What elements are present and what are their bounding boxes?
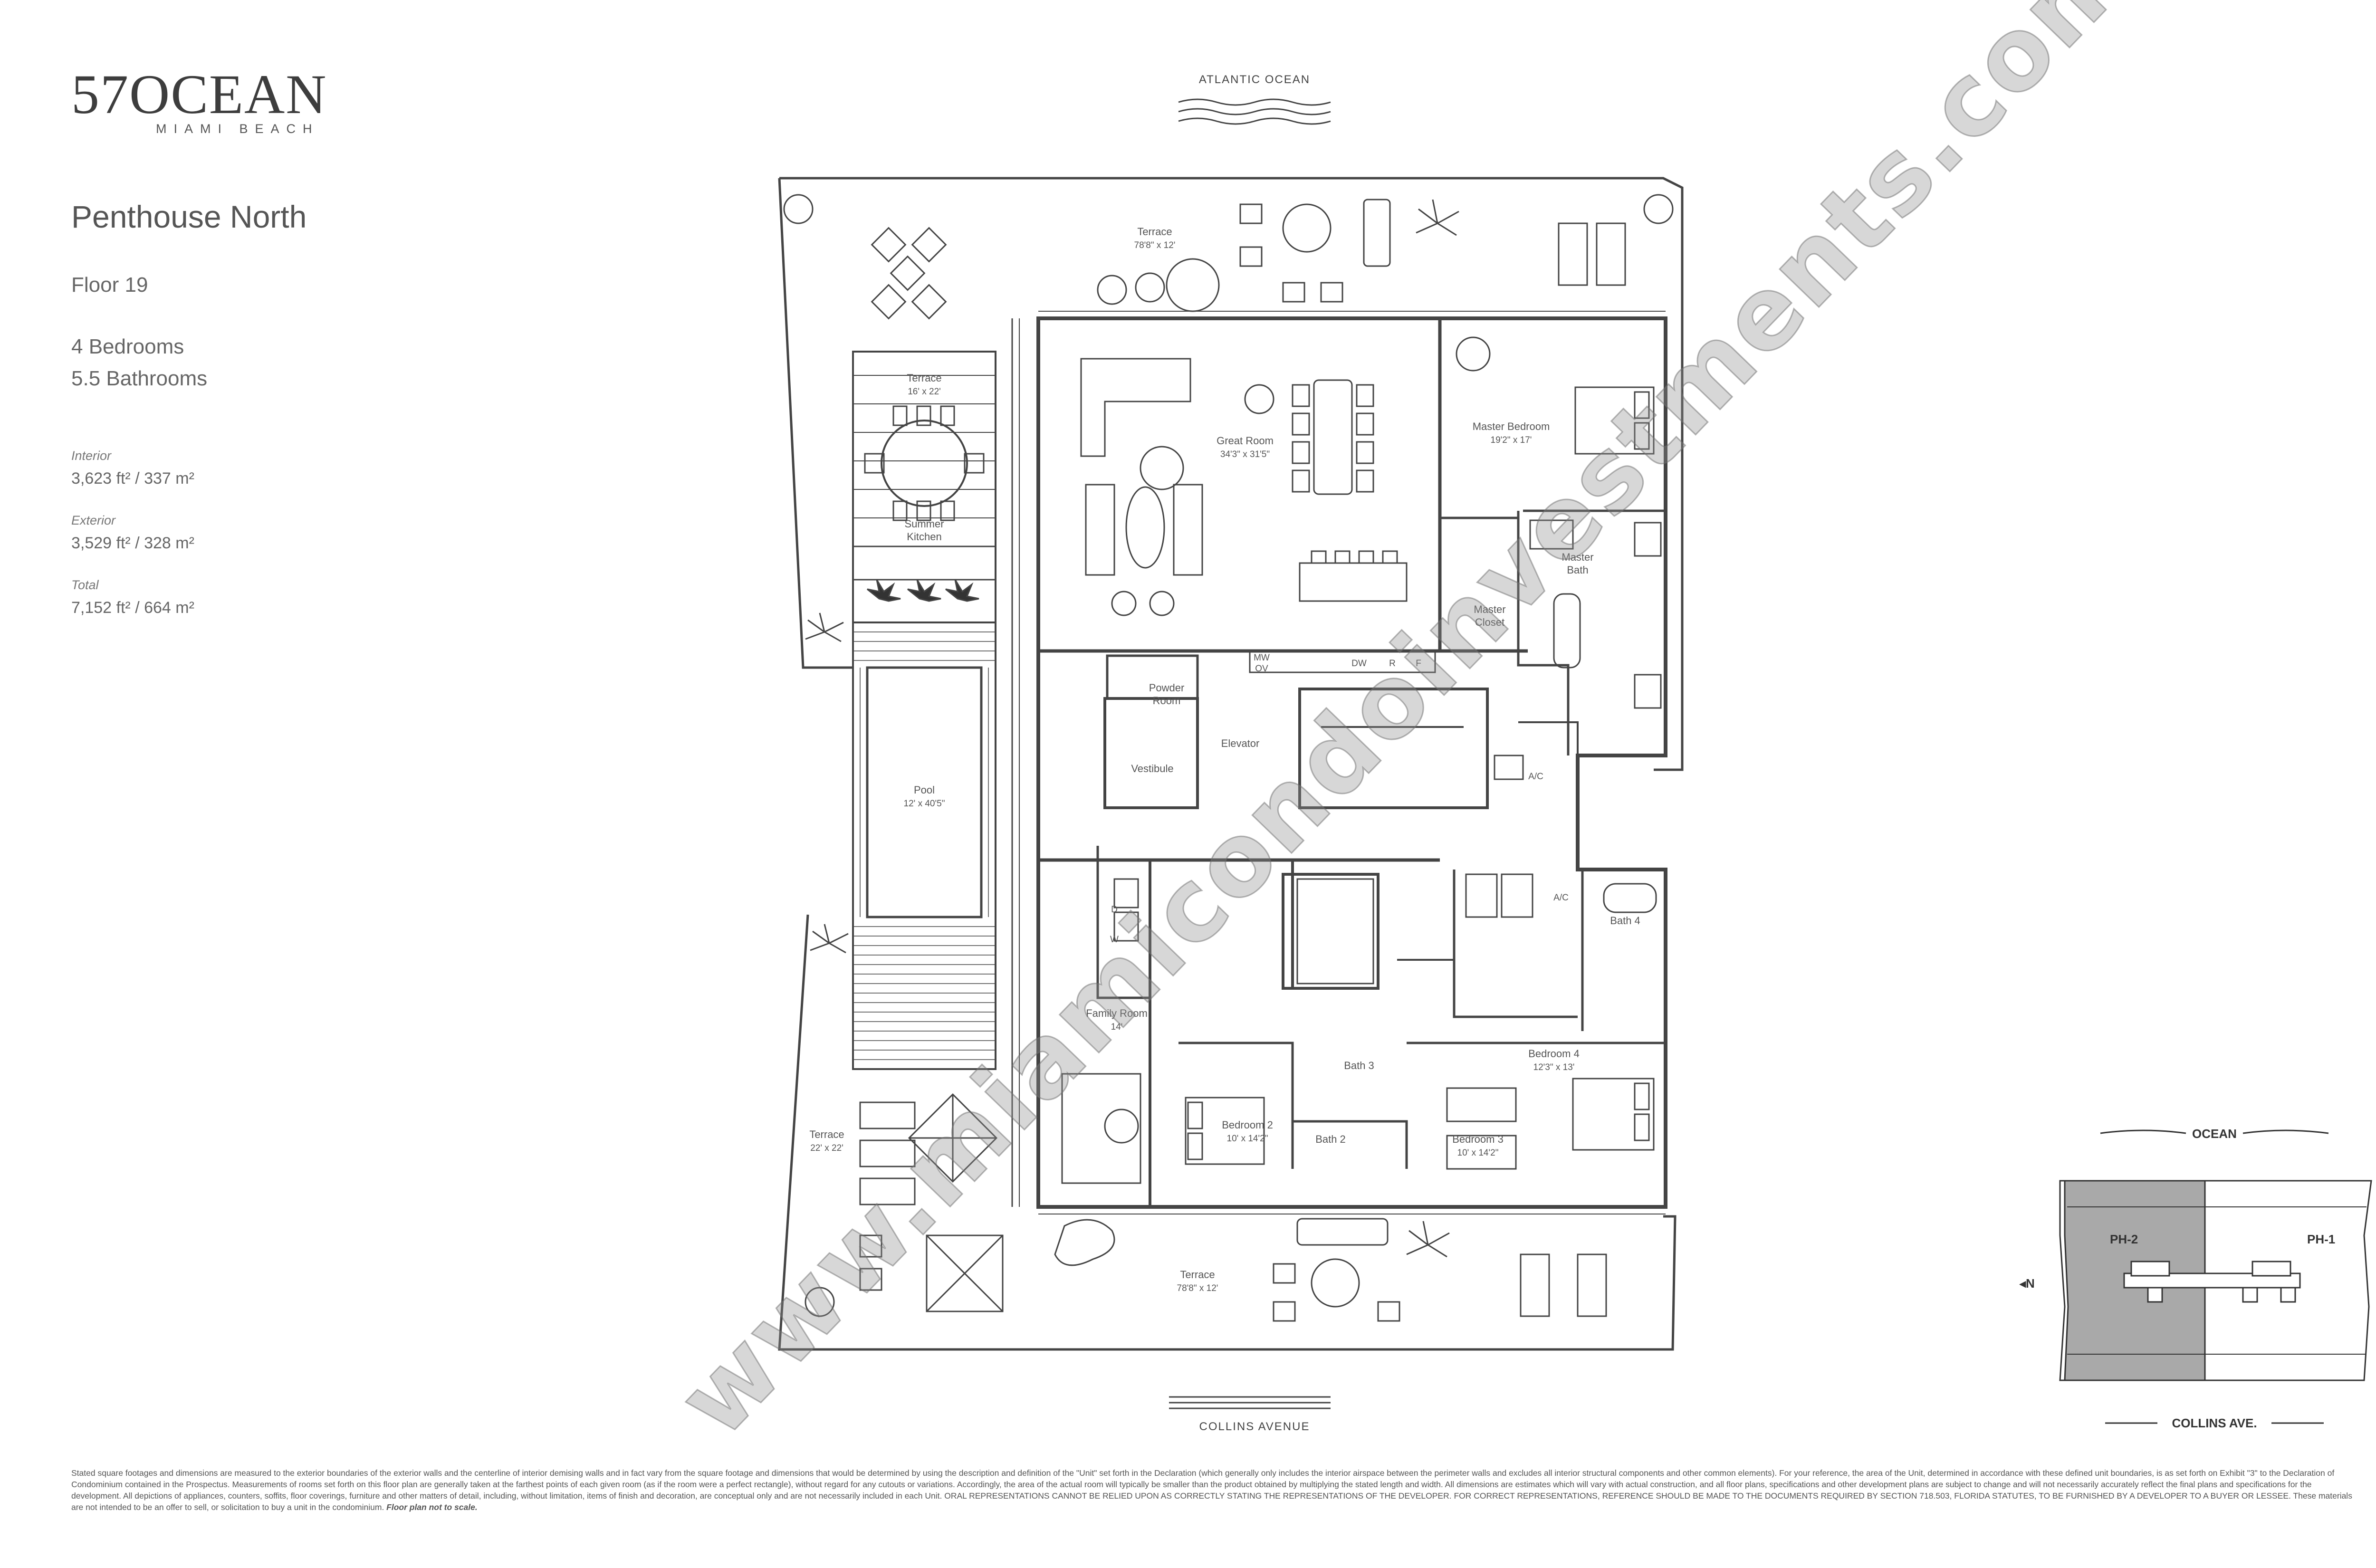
ac-label: A/C bbox=[1528, 772, 1543, 782]
unit-floor: Floor 19 bbox=[71, 273, 148, 296]
bedroom-3-label: Bedroom 3 bbox=[1452, 1133, 1504, 1145]
disclaimer: Stated square footages and dimensions ar… bbox=[71, 1467, 2357, 1513]
keyplan-collins: COLLINS AVE. bbox=[2172, 1416, 2257, 1430]
d-label: D bbox=[1111, 905, 1118, 915]
dw-label: DW bbox=[1351, 659, 1367, 669]
master-bedroom-dim: 19'2" x 17' bbox=[1491, 435, 1532, 445]
master-bath-label-2: Bath bbox=[1567, 564, 1588, 576]
great-room-label: Great Room bbox=[1217, 435, 1274, 447]
logo-city: MIAMI BEACH bbox=[156, 122, 319, 136]
summer-kitchen-label: Summer bbox=[904, 518, 944, 530]
terrace-north-label: Terrace bbox=[1137, 226, 1172, 238]
w-label: W bbox=[1110, 935, 1119, 945]
terrace-south-label: Terrace bbox=[1180, 1269, 1215, 1281]
terrace-sw-label: Terrace bbox=[809, 1128, 844, 1140]
total-label: Total bbox=[71, 578, 99, 592]
terrace-west-dim: 16' x 22' bbox=[908, 387, 941, 397]
bedroom-4-dim: 12'3" x 13' bbox=[1533, 1062, 1575, 1072]
master-closet-label-2: Closet bbox=[1475, 616, 1504, 628]
bath-2-label: Bath 2 bbox=[1315, 1133, 1346, 1145]
family-room-dim: 14' bbox=[1111, 1022, 1123, 1032]
logo-wordmark: 57OCEAN bbox=[71, 63, 327, 125]
interior-area: 3,623 ft² / 337 m² bbox=[71, 469, 194, 488]
bath-4-label: Bath 4 bbox=[1610, 915, 1640, 927]
master-bedroom-label: Master Bedroom bbox=[1473, 421, 1550, 432]
keyplan-ph1: PH-1 bbox=[2307, 1232, 2335, 1246]
ocean-label: ATLANTIC OCEAN bbox=[1199, 73, 1310, 86]
bedroom-3-dim: 10' x 14'2" bbox=[1457, 1148, 1499, 1158]
terrace-north-dim: 78'8" x 12' bbox=[1134, 240, 1176, 250]
bedroom-4-label: Bedroom 4 bbox=[1528, 1048, 1580, 1060]
bedroom-2-dim: 10' x 14'2" bbox=[1227, 1134, 1268, 1144]
f-label: F bbox=[1416, 659, 1421, 669]
collins-label: COLLINS AVENUE bbox=[1199, 1420, 1310, 1433]
family-room-label: Family Room bbox=[1086, 1007, 1148, 1019]
terrace-south-dim: 78'8" x 12' bbox=[1177, 1283, 1218, 1293]
total-area: 7,152 ft² / 664 m² bbox=[71, 599, 194, 617]
disclaimer-note: Floor plan not to scale. bbox=[386, 1502, 478, 1512]
vestibule-label: Vestibule bbox=[1131, 763, 1173, 774]
keyplan-ocean: OCEAN bbox=[2192, 1127, 2237, 1141]
terrace-west-label: Terrace bbox=[907, 372, 941, 384]
powder-room-label-2: Room bbox=[1153, 695, 1181, 707]
north-arrow-icon: ◂N bbox=[2019, 1276, 2035, 1291]
interior-label: Interior bbox=[71, 449, 112, 463]
exterior-area: 3,529 ft² / 328 m² bbox=[71, 534, 194, 552]
ov-label: OV bbox=[1255, 664, 1268, 674]
exterior-label: Exterior bbox=[71, 513, 116, 527]
bedroom-2-label: Bedroom 2 bbox=[1222, 1119, 1273, 1131]
ac-label-2: A/C bbox=[1553, 893, 1569, 903]
mw-label: MW bbox=[1254, 653, 1270, 663]
powder-room-label: Powder bbox=[1149, 682, 1185, 694]
key-plan: OCEAN PH-2 PH-1 ◂N COLLINS AVE. bbox=[2019, 1127, 2372, 1430]
unit-title: Penthouse North bbox=[71, 199, 307, 234]
pool-label: Pool bbox=[914, 784, 935, 796]
master-bath-label: Master bbox=[1562, 551, 1593, 563]
unit-bedrooms: 4 Bedrooms bbox=[71, 335, 184, 358]
bath-3-label: Bath 3 bbox=[1344, 1060, 1374, 1071]
logo: 57OCEAN MIAMI BEACH bbox=[71, 67, 375, 136]
elevator-label: Elevator bbox=[1221, 737, 1260, 749]
keyplan-ph2: PH-2 bbox=[2110, 1232, 2138, 1246]
pool-dim: 12' x 40'5" bbox=[904, 799, 945, 809]
terrace-sw-dim: 22' x 22' bbox=[810, 1143, 843, 1153]
great-room-dim: 34'3" x 31'5" bbox=[1220, 449, 1270, 459]
summer-kitchen-label-2: Kitchen bbox=[907, 531, 941, 543]
master-closet-label: Master bbox=[1474, 603, 1505, 615]
r-label: R bbox=[1389, 659, 1396, 669]
unit-bathrooms: 5.5 Bathrooms bbox=[71, 367, 208, 390]
disclaimer-text: Stated square footages and dimensions ar… bbox=[71, 1468, 2352, 1512]
